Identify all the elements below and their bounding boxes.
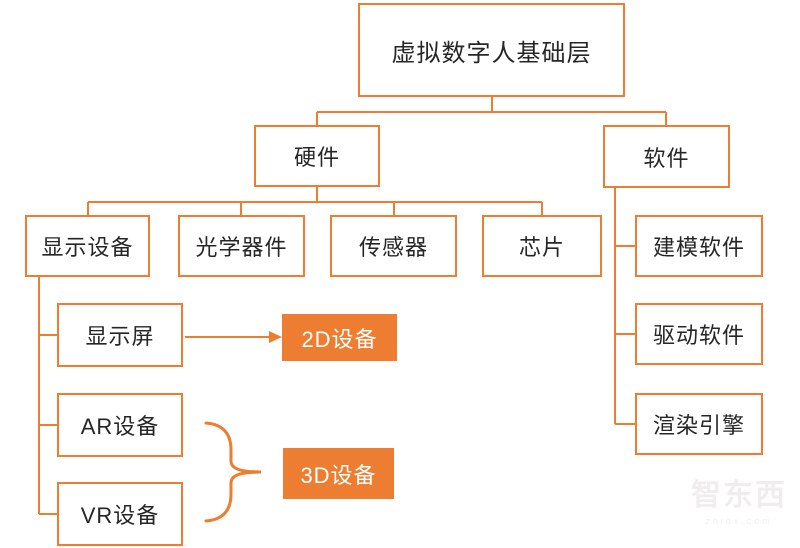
- node-sensor: 传感器: [330, 215, 457, 277]
- node-display-device: 显示设备: [25, 215, 150, 277]
- node-optical-components: 光学器件: [178, 215, 305, 277]
- node-software: 软件: [603, 125, 730, 188]
- edge-root-children: [316, 97, 667, 125]
- node-root: 虚拟数字人基础层: [358, 3, 625, 97]
- node-ar-device: AR设备: [57, 393, 183, 457]
- node-chip: 芯片: [482, 215, 602, 277]
- node-2d-device: 2D设备: [282, 314, 397, 361]
- watermark-logo-text: 智东西: [691, 479, 787, 512]
- node-vr-device: VR设备: [57, 482, 183, 546]
- node-display-screen: 显示屏: [57, 303, 183, 367]
- node-hardware: 硬件: [254, 125, 380, 187]
- node-driver-software: 驱动软件: [635, 303, 763, 365]
- edge-software-children: [614, 188, 635, 425]
- node-render-engine: 渲染引擎: [635, 393, 763, 455]
- watermark: 智东西 zhidx.com: [683, 478, 795, 526]
- node-modeling-software: 建模软件: [635, 215, 763, 277]
- edge-hardware-children: [87, 187, 543, 215]
- node-3d-device: 3D设备: [283, 448, 394, 499]
- watermark-url-text: zhidx.com: [705, 516, 773, 526]
- brace-3d: [204, 421, 262, 523]
- edge-display-children: [38, 277, 57, 515]
- arrowhead-2d: [269, 331, 282, 343]
